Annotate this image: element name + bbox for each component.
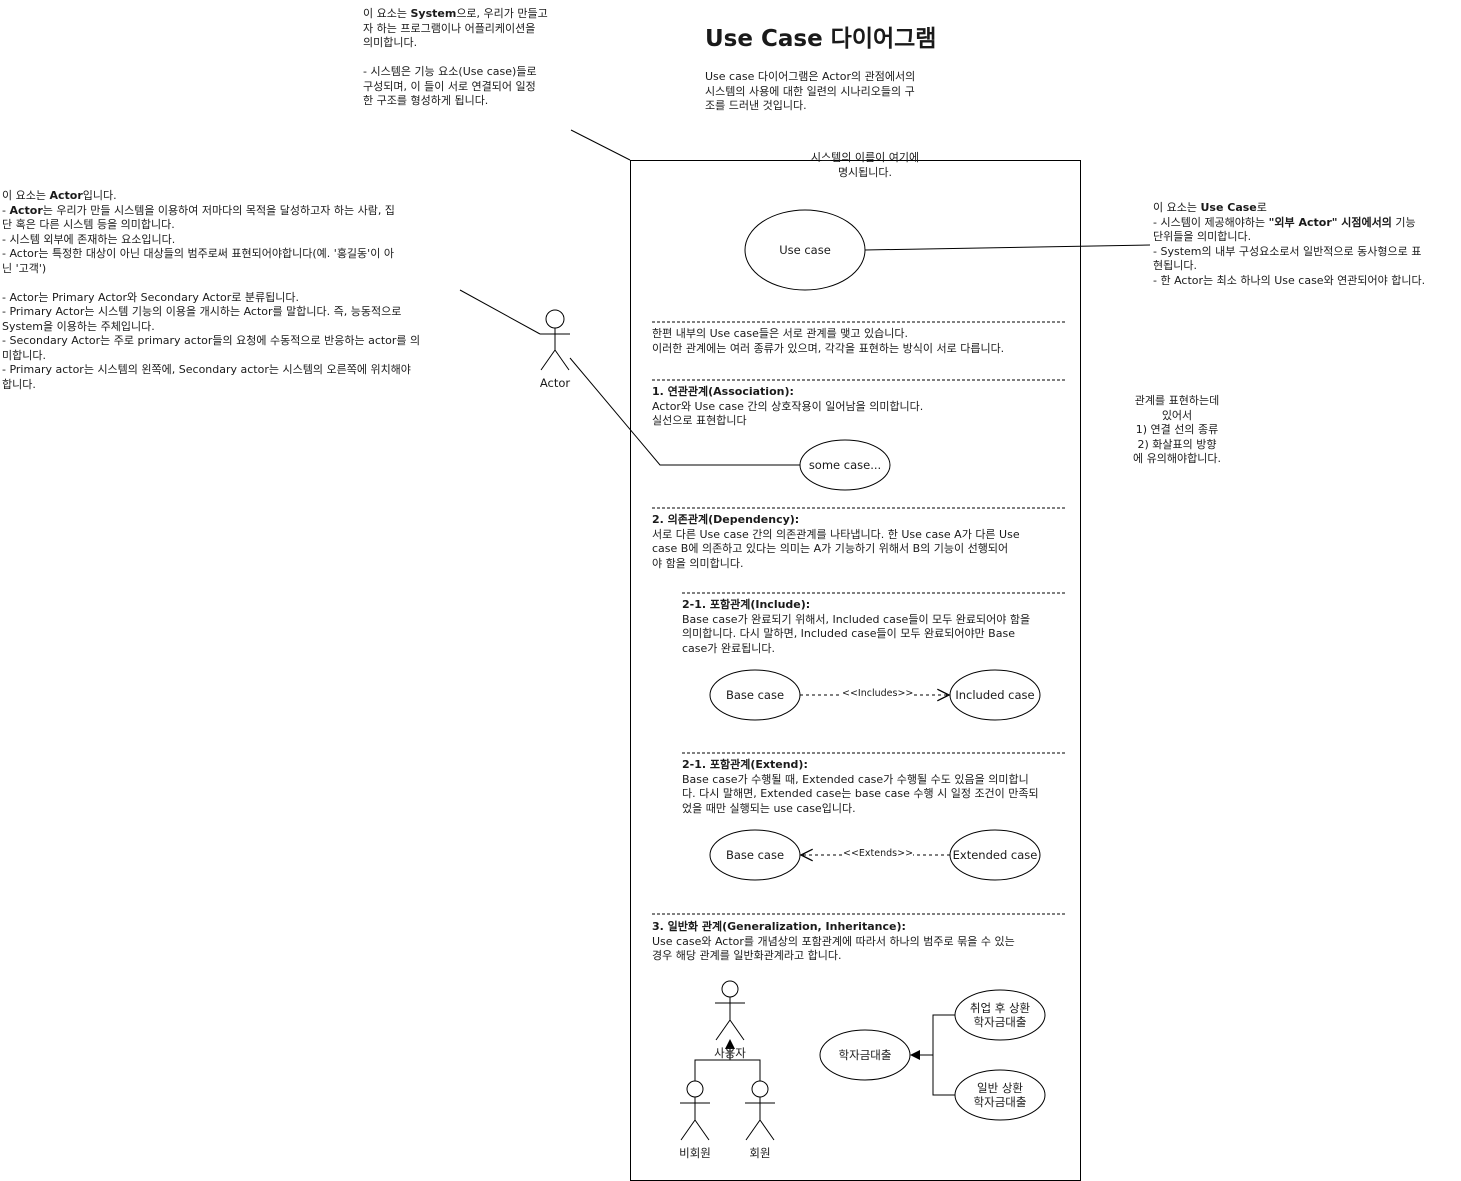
association-line[interactable] <box>569 357 800 466</box>
parent-actor-figure[interactable] <box>715 980 745 1041</box>
actor-figure[interactable] <box>540 309 570 371</box>
dependency-text: 2. 의존관계(Dependency): 서로 다른 Use case 간의 의… <box>652 513 1020 570</box>
include-text: 2-1. 포함관계(Include): Base case가 완료되기 위해서,… <box>682 598 1031 655</box>
system-note: 이 요소는 System으로, 우리가 만들고 자 하는 프로그램이나 어플리케… <box>363 7 548 107</box>
extended-case-label: Extended case <box>952 848 1038 862</box>
actor-label: Actor <box>539 376 571 390</box>
child-actor-1-figure[interactable] <box>680 1080 710 1141</box>
extend-text: 2-1. 포함관계(Extend): Base case가 수행될 때, Ext… <box>682 758 1039 815</box>
parent-case-label: 학자금대출 <box>838 1048 892 1062</box>
association-text: 1. 연관관계(Association): Actor와 Use case 간의… <box>652 385 924 427</box>
page-title: Use Case 다이어그램 <box>705 26 937 52</box>
extend-stereotype: <<Extends>> <box>843 848 914 859</box>
include-stereotype: <<Includes>> <box>842 688 914 699</box>
system-note-connector <box>570 129 631 161</box>
usecase-note-connector <box>864 244 1151 251</box>
included-case-label: Included case <box>955 688 1035 702</box>
include-base-case-label: Base case <box>725 688 785 702</box>
usecase-label: Use case <box>779 243 831 257</box>
child-actor-1-label: 비회원 <box>679 1146 711 1160</box>
page-subtitle: Use case 다이어그램은 Actor의 관점에서의 시스템의 사용에 대한… <box>705 70 916 112</box>
child-actor-2-label: 회원 <box>749 1146 771 1160</box>
parent-actor-label: 사용자 <box>714 1046 746 1060</box>
case-generalization-lines[interactable] <box>910 1014 955 1096</box>
some-case-ellipse[interactable] <box>799 439 891 491</box>
system-name-label: 시스템의 이름이 여기에 명시됩니다. <box>810 151 920 179</box>
actor-generalization-lines[interactable] <box>694 1039 761 1081</box>
usecase-note: 이 요소는 Use Case로 - 시스템이 제공해야하는 "외부 Actor"… <box>1153 201 1426 287</box>
extend-base-case-label: Base case <box>725 848 785 862</box>
child-case-2-label: 일반 상환 학자금대출 <box>973 1081 1027 1109</box>
generalization-text: 3. 일반화 관계(Generalization, Inheritance): … <box>652 920 1015 962</box>
actor-note: 이 요소는 Actor입니다. - Actor는 우리가 만들 시스템을 이용하… <box>2 189 421 391</box>
actor-note-connector <box>459 289 541 335</box>
relation-hint: 관계를 표현하는데 있어서 1) 연결 선의 종류 2) 화살표의 방향 에 유… <box>1133 394 1221 465</box>
relations-intro: 한편 내부의 Use case들은 서로 관계를 맺고 있습니다. 이러한 관계… <box>652 327 1005 355</box>
child-case-1-label: 취업 후 상환 학자금대출 <box>969 1001 1031 1029</box>
child-actor-2-figure[interactable] <box>745 1080 775 1141</box>
some-case-label: some case... <box>808 458 882 472</box>
